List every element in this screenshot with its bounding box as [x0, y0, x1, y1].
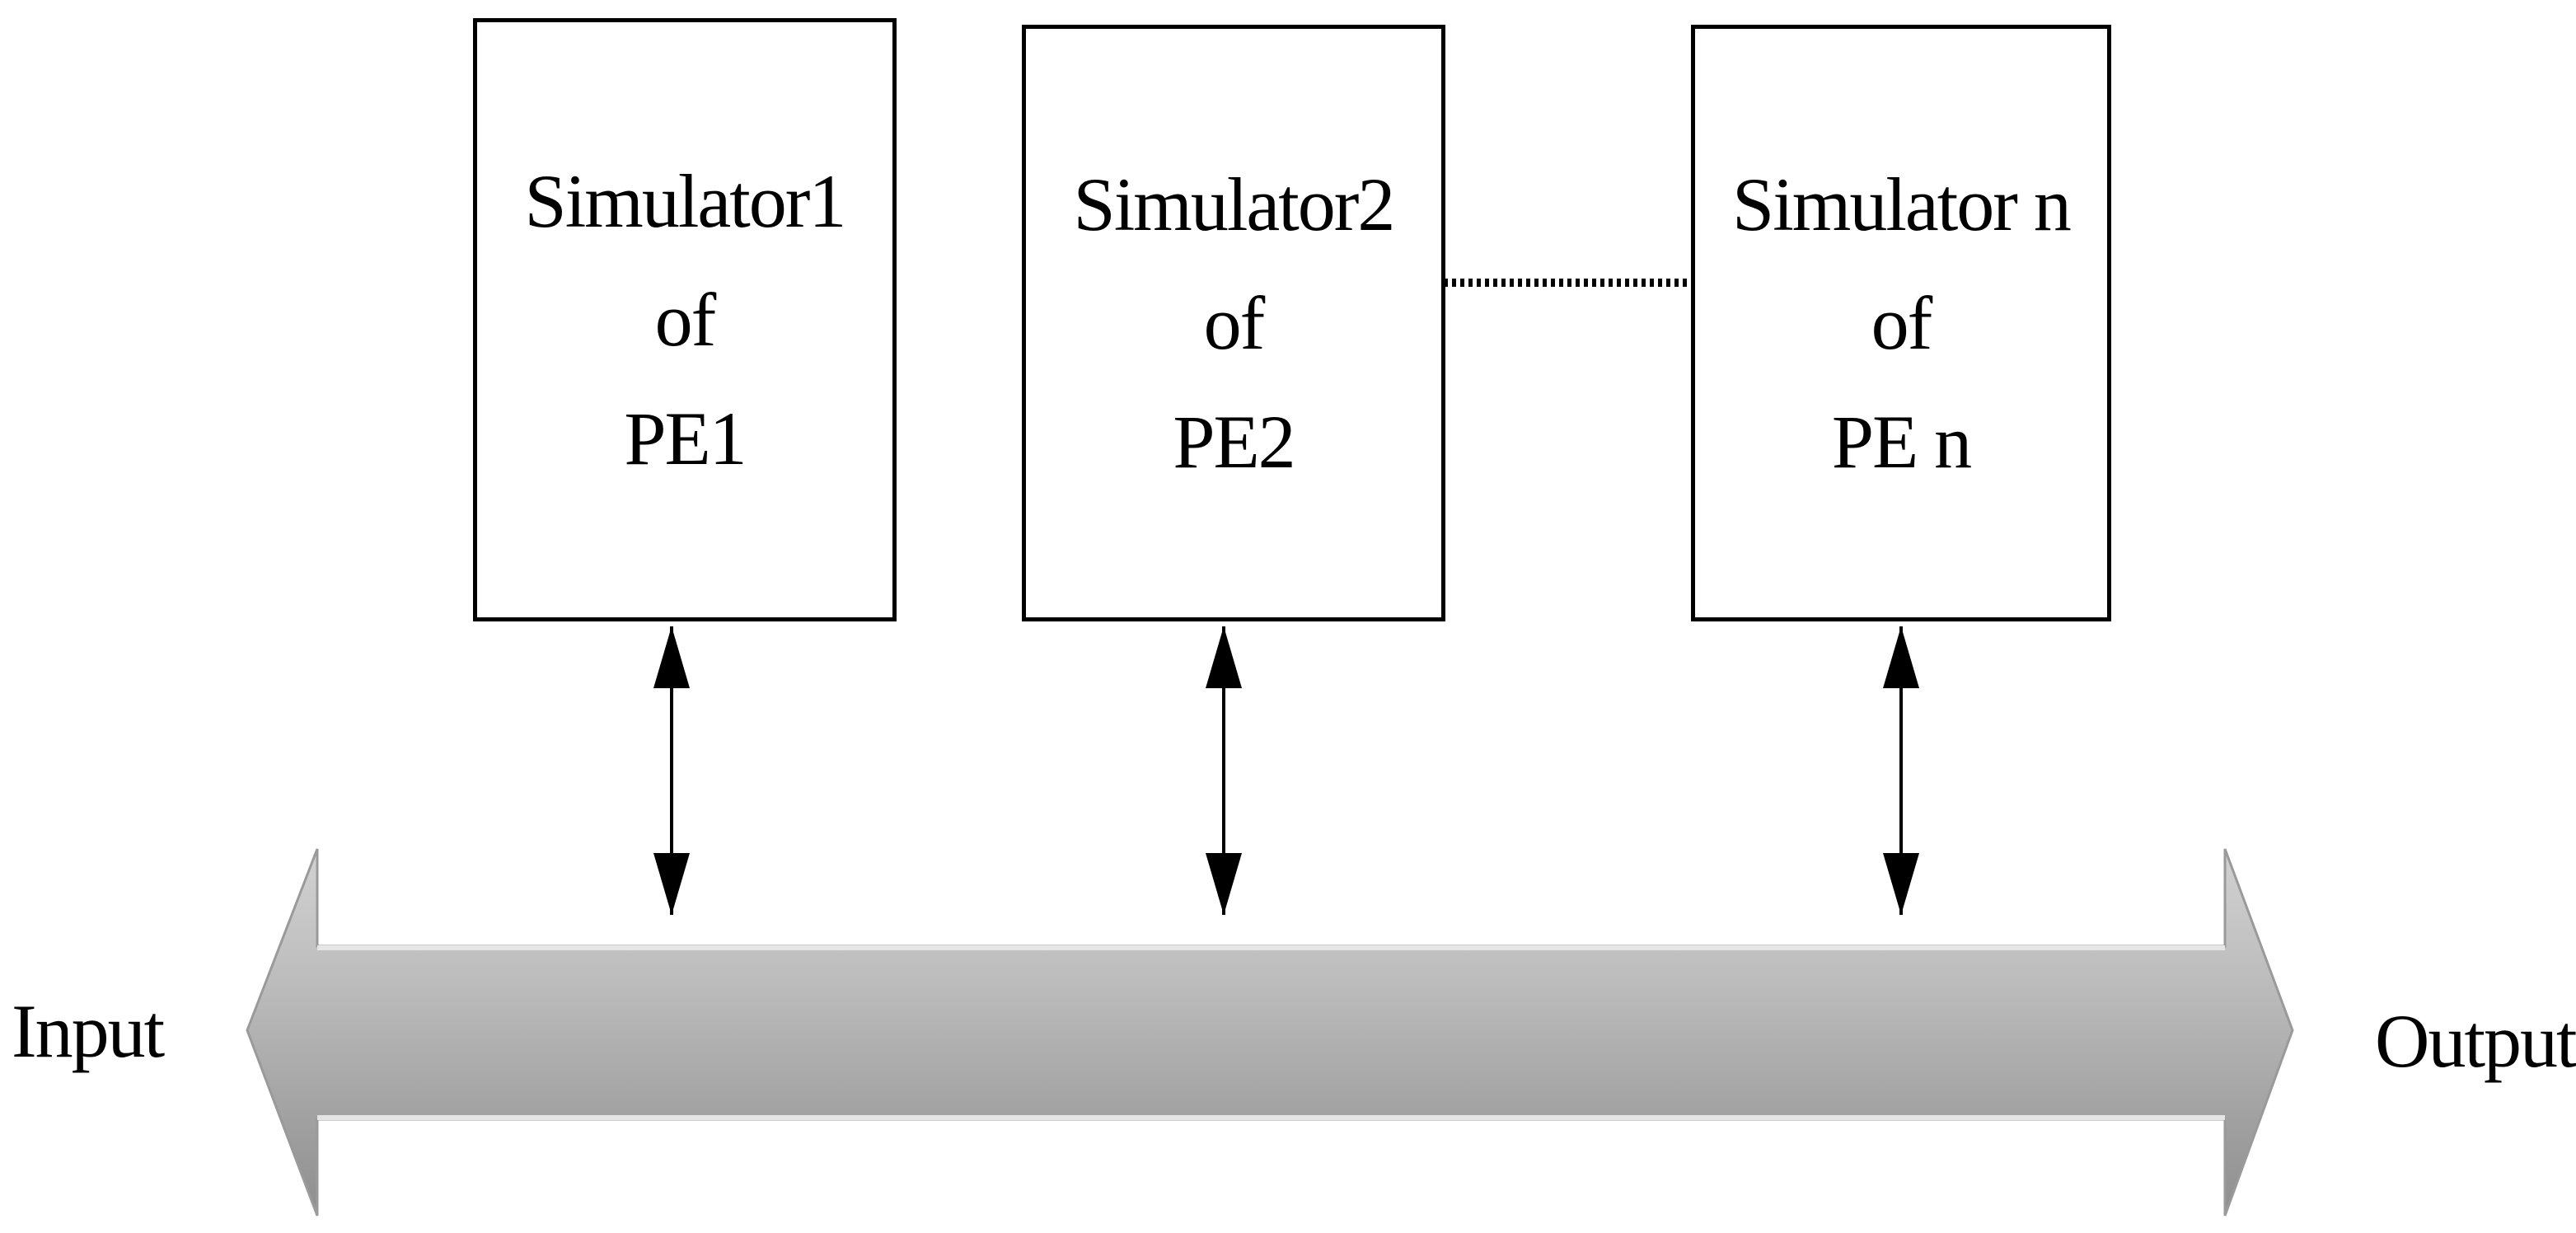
box-of: of [1203, 281, 1266, 365]
output-label: Output [2375, 999, 2576, 1083]
simulator-box-2: Simulator2 of PE2 [1022, 25, 1445, 621]
box-pe: PE1 [624, 396, 747, 481]
box-of: of [1871, 281, 1933, 365]
box-pe: PE2 [1173, 400, 1295, 484]
simulator-box-1: Simulator1 of PE1 [473, 18, 897, 621]
box-pe: PE n [1831, 400, 1972, 484]
link-arrow-1 [653, 626, 690, 915]
link-arrow-2 [1206, 626, 1242, 915]
box-of: of [654, 278, 717, 362]
box-title: Simulator1 [524, 159, 847, 243]
box-title: Simulator2 [1073, 162, 1396, 246]
link-arrow-n [1883, 626, 1919, 915]
input-label: Input [12, 989, 165, 1073]
bus-arrow [246, 848, 2294, 1217]
box-title: Simulator n [1732, 162, 2072, 246]
simulator-box-n: Simulator n of PE n [1691, 25, 2111, 621]
